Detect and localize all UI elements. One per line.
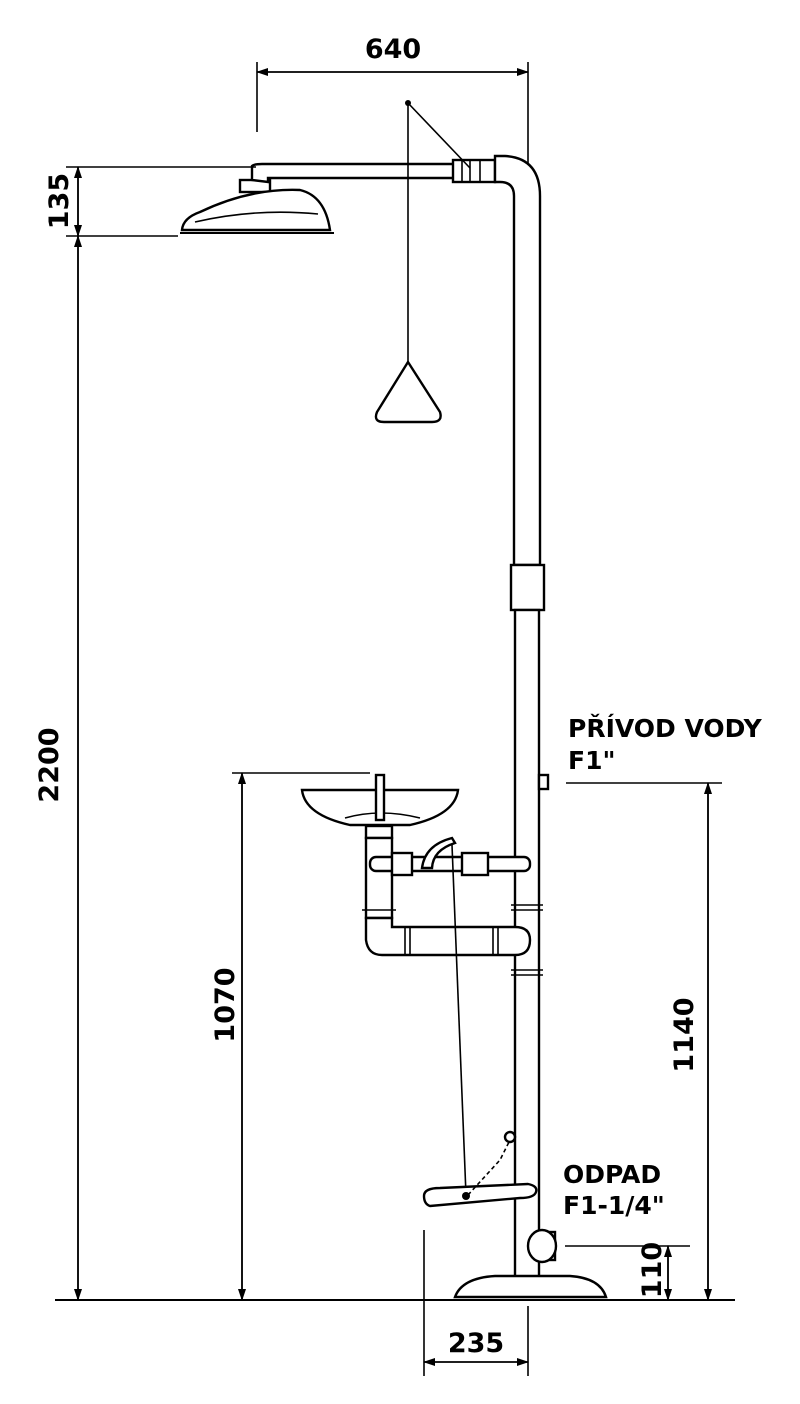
eyewash-bowl [300,773,460,840]
dim-bowl-height-label: 1070 [210,967,241,1042]
dim-base-width-label: 235 [448,1328,504,1359]
dim-supply-height [566,782,722,1301]
dim-head-height [66,166,256,237]
drain-label-line2: F1-1/4" [563,1191,665,1220]
dim-supply-height-label: 1140 [669,997,700,1072]
triangle-pull-handle [374,359,442,424]
shower-head [180,178,334,234]
drain-outlet [526,1228,558,1264]
shower-arm [250,158,497,184]
drain-label-line1: ODPAD [563,1160,661,1189]
dim-drain-height [565,1245,690,1301]
supply-label-line1: PŘÍVOD VODY [568,714,763,743]
dim-drain-height-label: 110 [637,1242,668,1298]
pull-rod [405,100,471,362]
main-pipe [493,154,550,1282]
base-plate [453,1274,608,1299]
dim-total-height-label: 2200 [34,727,65,802]
dim-base-width [423,1230,529,1376]
dim-head-height-label: 135 [44,173,75,229]
dim-bowl-height [232,772,370,1301]
supply-label-line2: F1" [568,746,616,775]
foot-pedal [422,844,538,1208]
dim-arm-length-label: 640 [365,34,421,65]
dim-arm-length [256,62,529,165]
eyewash-plumbing [362,836,532,957]
